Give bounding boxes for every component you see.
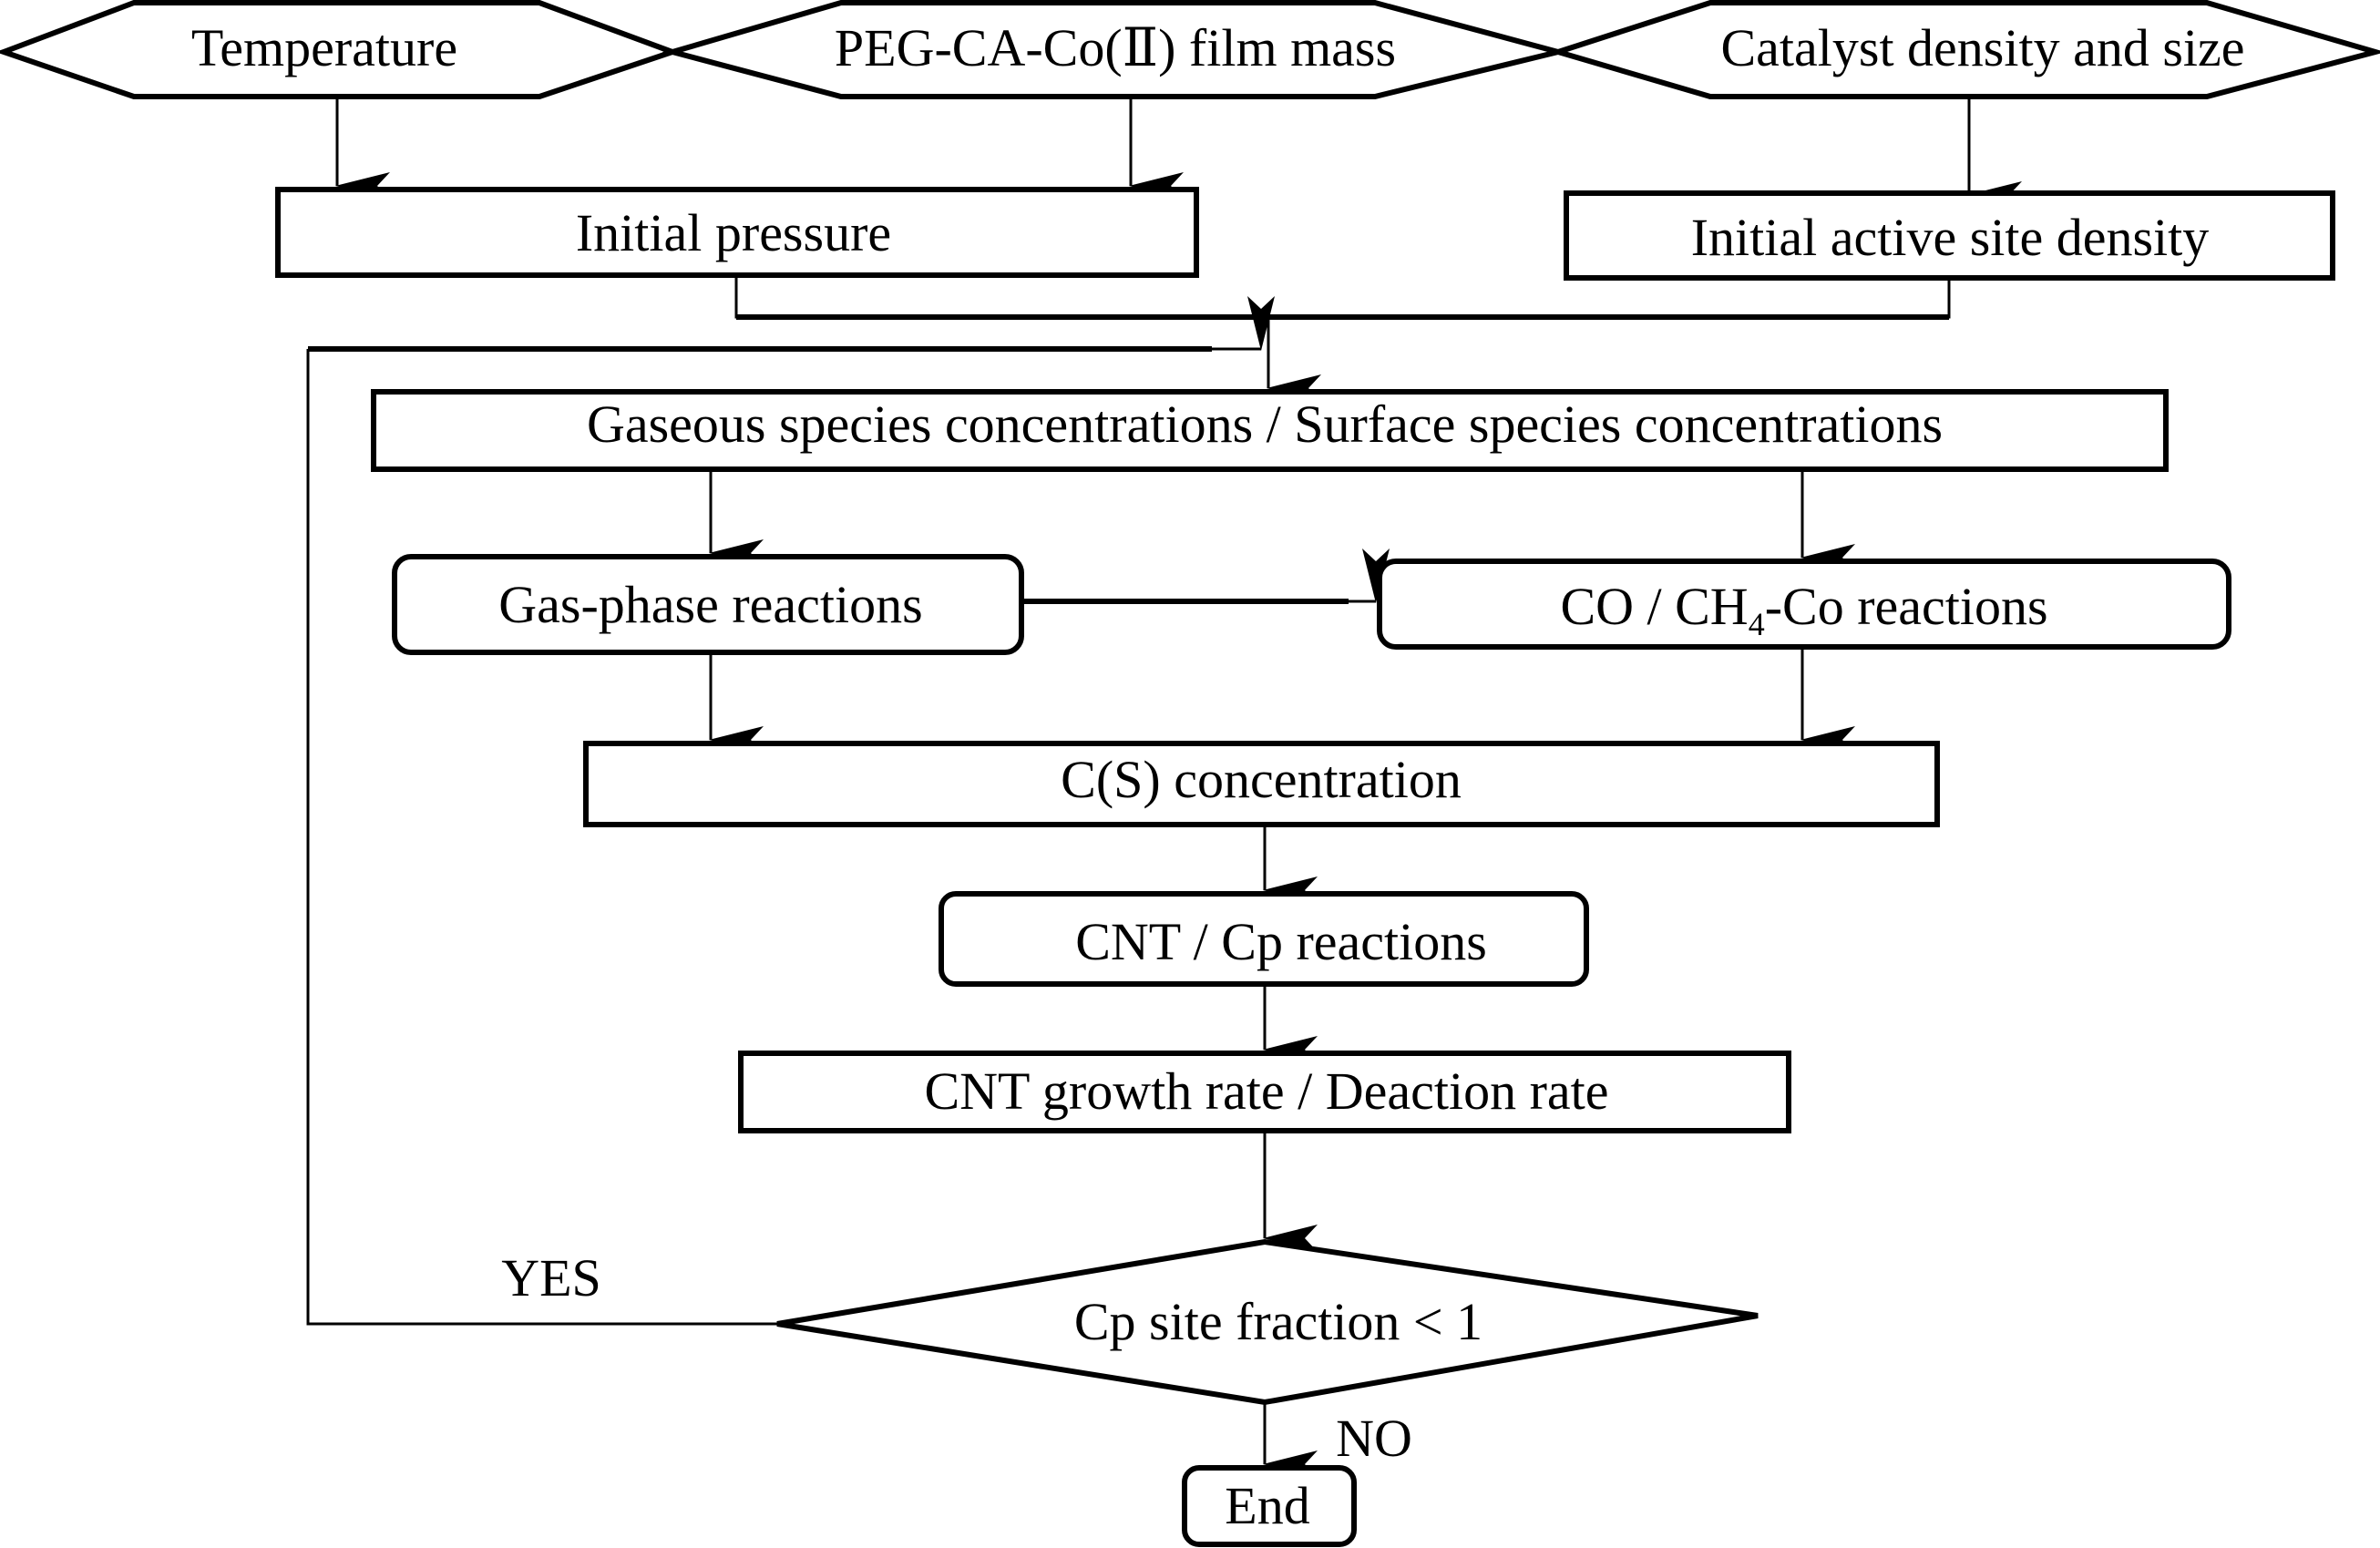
cs-concentration-box: C(S) concentration <box>583 741 1940 827</box>
input-temperature: Temperature <box>0 0 682 99</box>
co-ch4-box: CO / CH4-Co reactions <box>1377 559 2231 650</box>
decision-diamond: Cp site fraction < 1 <box>776 1238 1759 1406</box>
concentrations-label: Gaseous species concentrations / Surface… <box>587 395 1943 454</box>
concentrations-box: Gaseous species concentrations / Surface… <box>371 389 2169 472</box>
input-film-mass: PEG-CA-Co(Ⅱ) film mass <box>662 0 1559 99</box>
merge-connector <box>734 275 1951 319</box>
decision-label: Cp site fraction < 1 <box>1074 1292 1482 1351</box>
initial-active-site-label: Initial active site density <box>1691 208 2210 267</box>
co-ch4-label: CO / CH4-Co reactions <box>1560 577 2047 642</box>
input-catalyst-label: Catalyst density and size <box>1720 18 2244 77</box>
gas-phase-label: Gas-phase reactions <box>498 575 922 634</box>
cs-concentration-label: C(S) concentration <box>1061 750 1462 809</box>
gas-phase-box: Gas-phase reactions <box>392 554 1024 655</box>
initial-pressure-label: Initial pressure <box>576 203 891 262</box>
growth-rate-label: CNT growth rate / Deaction rate <box>924 1061 1608 1121</box>
input-temperature-label: Temperature <box>191 18 457 77</box>
input-film-mass-label: PEG-CA-Co(Ⅱ) film mass <box>835 18 1396 77</box>
cnt-cp-box: CNT / Cp reactions <box>939 891 1589 987</box>
growth-rate-box: CNT growth rate / Deaction rate <box>738 1051 1791 1133</box>
end-box: End <box>1182 1465 1357 1547</box>
cnt-cp-label: CNT / Cp reactions <box>1075 912 1487 971</box>
loop-back-line <box>306 349 777 1326</box>
yes-label: YES <box>501 1248 601 1307</box>
initial-pressure-box: Initial pressure <box>275 187 1199 278</box>
initial-active-site-box: Initial active site density <box>1564 190 2335 281</box>
end-label: End <box>1225 1476 1309 1535</box>
input-catalyst: Catalyst density and size <box>1548 0 2380 99</box>
no-label: NO <box>1336 1409 1412 1468</box>
